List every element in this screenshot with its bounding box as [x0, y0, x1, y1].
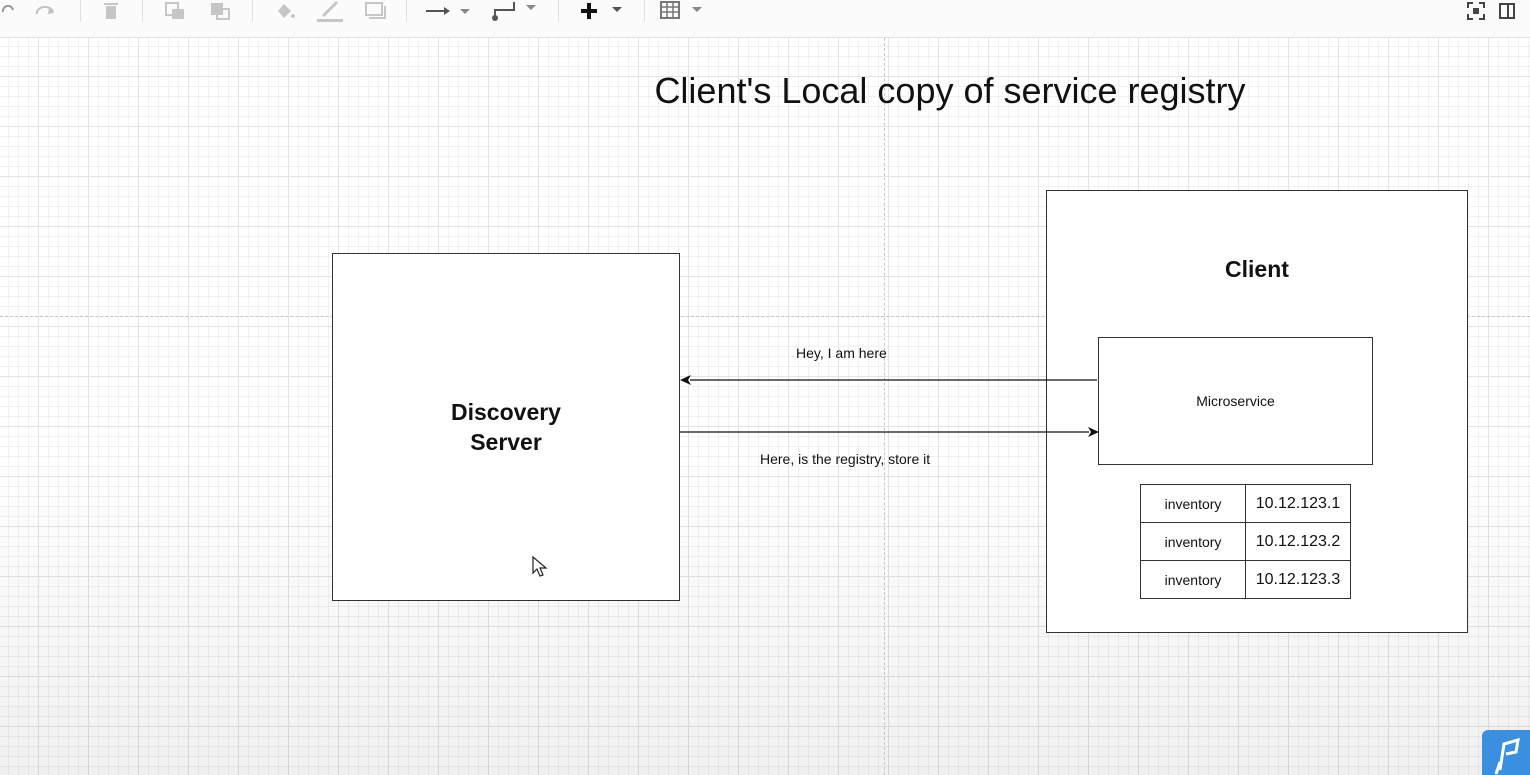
toolbar — [0, 0, 1530, 38]
client-title: Client — [1225, 256, 1289, 282]
registry-service-cell[interactable]: inventory — [1140, 484, 1246, 523]
waypoints-icon[interactable] — [490, 0, 540, 22]
delete-icon[interactable] — [100, 0, 122, 22]
table-icon[interactable] — [658, 0, 708, 22]
watermark-logo — [1482, 730, 1530, 775]
connection-icon[interactable] — [424, 0, 474, 22]
diagram-title[interactable]: Client's Local copy of service registry — [654, 70, 1246, 111]
edge-label-register[interactable]: Hey, I am here — [796, 345, 887, 361]
edge-register[interactable] — [680, 375, 1097, 385]
insert-icon[interactable] — [574, 0, 628, 22]
undo-icon[interactable] — [0, 0, 16, 22]
registry-ip-cell[interactable]: 10.12.123.1 — [1245, 484, 1351, 523]
microservice-box[interactable]: Microservice — [1098, 337, 1373, 465]
page-guide-vertical — [884, 38, 885, 775]
discovery-server-label-line1: Discovery — [451, 399, 561, 425]
shadow-icon[interactable] — [362, 0, 388, 22]
drawing-canvas[interactable]: Client's Local copy of service registry … — [0, 38, 1530, 775]
toolbar-separator — [252, 0, 253, 22]
toolbar-separator — [80, 0, 81, 22]
fullscreen-icon[interactable] — [1464, 0, 1488, 22]
registry-table[interactable]: inventory 10.12.123.1 inventory 10.12.12… — [1140, 484, 1351, 599]
table-row: inventory 10.12.123.1 — [1140, 484, 1351, 523]
mouse-pointer-icon — [532, 555, 548, 583]
registry-service-cell[interactable]: inventory — [1140, 560, 1246, 599]
fill-color-icon[interactable] — [272, 0, 298, 22]
table-row: inventory 10.12.123.2 — [1140, 522, 1351, 561]
table-row: inventory 10.12.123.3 — [1140, 560, 1351, 599]
line-color-icon[interactable] — [314, 0, 346, 22]
toolbar-separator — [558, 0, 559, 22]
edge-label-registry[interactable]: Here, is the registry, store it — [760, 451, 931, 467]
discovery-server-box[interactable]: Discovery Server — [332, 253, 680, 601]
registry-service-cell[interactable]: inventory — [1140, 522, 1246, 561]
redo-icon[interactable] — [34, 0, 58, 22]
page-guide-horizontal — [0, 316, 1530, 317]
toolbar-separator — [406, 0, 407, 22]
to-back-icon[interactable] — [206, 0, 234, 22]
microservice-label: Microservice — [1196, 393, 1275, 409]
discovery-server-label-line2: Server — [470, 429, 542, 455]
to-front-icon[interactable] — [162, 0, 188, 22]
toolbar-separator — [142, 0, 143, 22]
edge-registry[interactable] — [680, 427, 1099, 437]
format-panel-icon[interactable] — [1496, 0, 1518, 22]
toolbar-separator — [644, 0, 645, 22]
arrowhead-icon — [680, 375, 691, 385]
registry-ip-cell[interactable]: 10.12.123.2 — [1245, 522, 1351, 561]
registry-ip-cell[interactable]: 10.12.123.3 — [1245, 560, 1351, 599]
